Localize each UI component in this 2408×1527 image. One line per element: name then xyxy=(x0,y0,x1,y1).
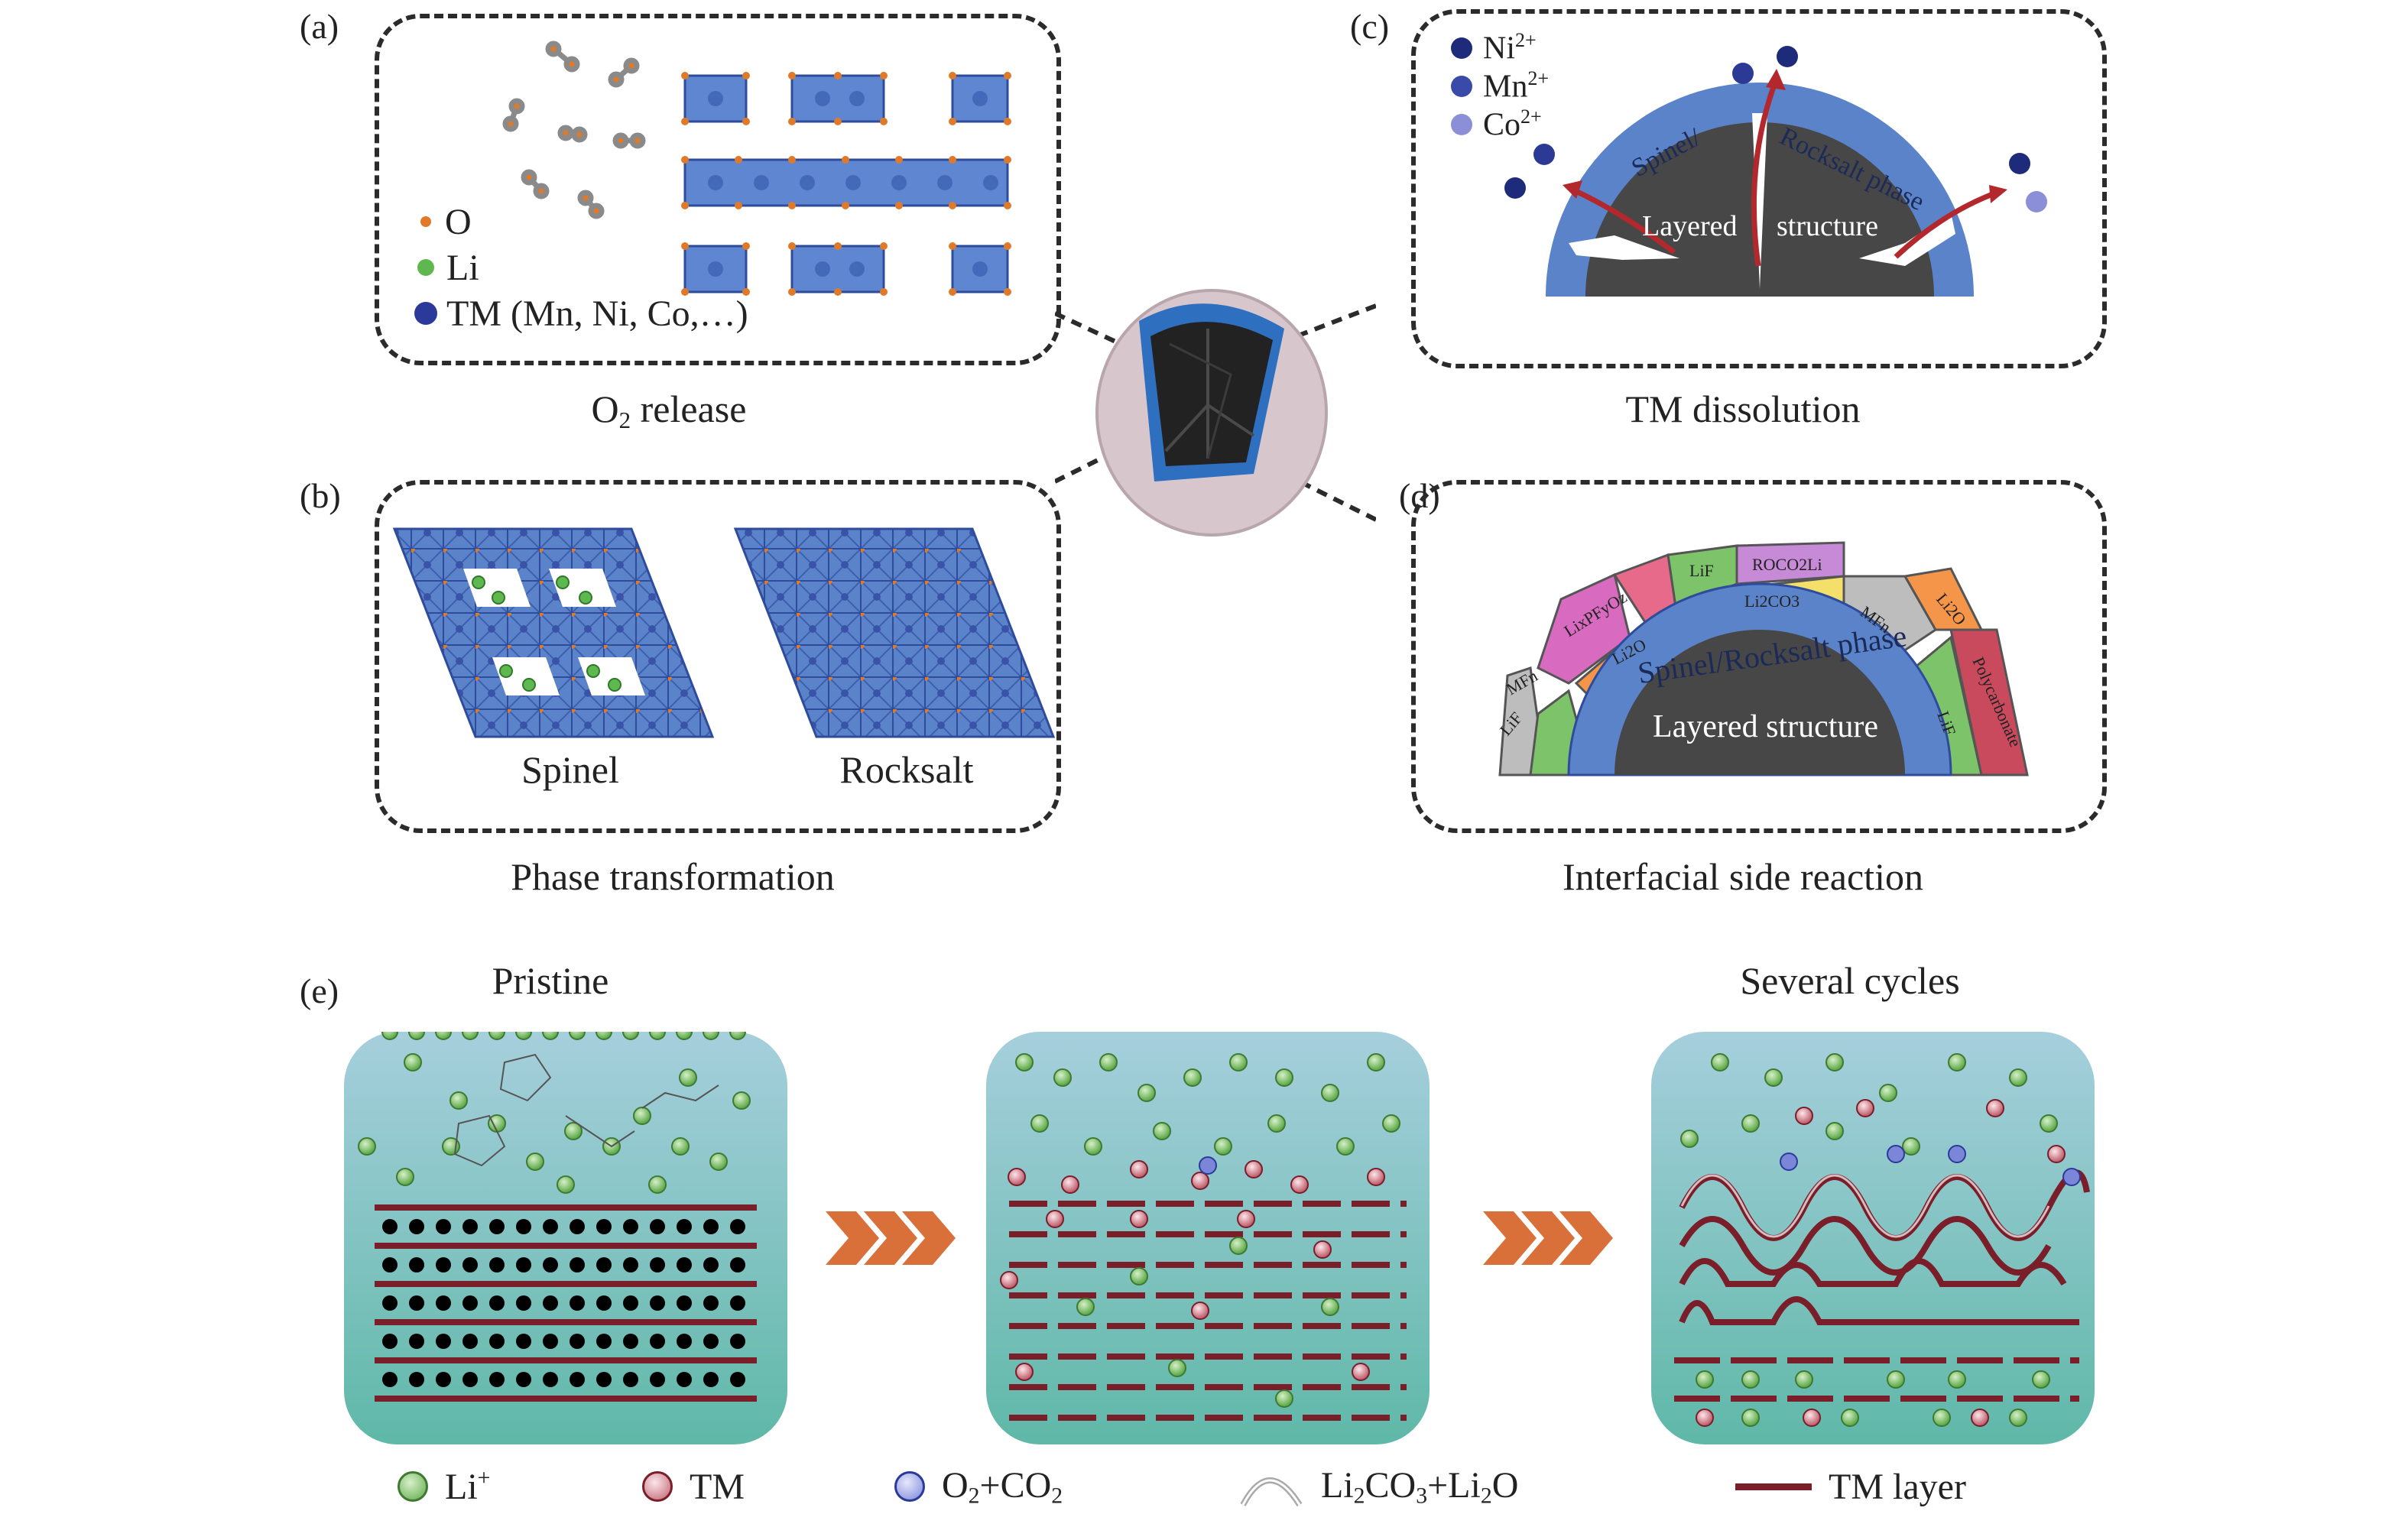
legend-ni: Ni2+ xyxy=(1451,29,1549,67)
svg-text:ROCO2Li: ROCO2Li xyxy=(1752,555,1822,574)
panel-e-letter: (e) xyxy=(300,971,339,1010)
panel-d-structure: Spinel/Rocksalt phase Layered structure … xyxy=(1496,541,2029,776)
lithium-dot-icon xyxy=(417,259,434,276)
co-ion-icon xyxy=(1451,114,1472,135)
panel-b-caption: Phase transformation xyxy=(511,855,835,898)
dissolved-ions xyxy=(1504,46,2047,212)
legend-o2-co2: O2+CO2 xyxy=(894,1460,1063,1513)
pristine-li-rows xyxy=(381,1032,746,1040)
panel-a-caption: O2 release xyxy=(591,387,747,433)
mn-ion-icon xyxy=(1451,76,1472,97)
legend-li-plus: Li+ xyxy=(398,1460,490,1513)
legend-li2co3: Li2CO3+Li2O xyxy=(1238,1460,1518,1513)
pristine-title: Pristine xyxy=(492,959,609,1002)
legend-li: Li xyxy=(413,245,748,290)
tm-ion-icon xyxy=(642,1471,673,1502)
ni-ion-icon xyxy=(1451,37,1472,59)
gas-bubble-icon xyxy=(894,1471,925,1502)
legend-mn: Mn2+ xyxy=(1451,67,1549,105)
core-text: Layered structure xyxy=(1653,709,1878,744)
core-right-text: structure xyxy=(1777,210,1878,242)
li-ion-icon xyxy=(398,1471,428,1502)
legend-tm: TM (Mn, Ni, Co,…) xyxy=(413,290,748,336)
intermediate-tm-layers xyxy=(1009,1201,1407,1421)
cycled-box xyxy=(1651,1032,2095,1444)
panel-c-caption: TM dissolution xyxy=(1625,387,1861,430)
rocksalt-lattice xyxy=(733,527,1056,738)
panel-c-letter: (c) xyxy=(1350,7,1390,46)
cycling-sequence xyxy=(344,1032,2095,1444)
panel-a-letter: (a) xyxy=(300,7,339,46)
tm-layer-line-icon xyxy=(1735,1483,1812,1490)
panel-a-legend: O Li TM (Mn, Ni, Co,…) xyxy=(413,199,748,336)
panel-c-frame: Spinel/ Rocksalt phase Layered structure… xyxy=(1411,9,2107,368)
panel-b-structure xyxy=(392,527,1056,738)
svg-text:LiF: LiF xyxy=(1689,561,1714,580)
oxygen-dot-icon xyxy=(420,216,431,227)
spinel-lattice xyxy=(392,527,715,738)
panel-a-structure xyxy=(502,41,1011,296)
legend-co: Co2+ xyxy=(1451,105,1549,144)
octahedra-rows xyxy=(681,72,1011,296)
center-particle xyxy=(1055,289,1376,537)
pristine-tm-layers xyxy=(375,1204,757,1402)
intermediate-box xyxy=(986,1032,1430,1444)
legend-tm-layer: TM layer xyxy=(1735,1460,1966,1513)
svg-text:Li2CO3: Li2CO3 xyxy=(1744,592,1800,611)
panel-d-frame: Spinel/Rocksalt phase Layered structure … xyxy=(1411,480,2107,833)
panel-b-frame: Spinel Rocksalt xyxy=(375,480,1061,833)
rocksalt-label: Rocksalt xyxy=(839,748,974,791)
cei-arc-icon xyxy=(1240,1477,1303,1507)
panel-b-letter: (b) xyxy=(300,476,341,515)
core-left-text: Layered xyxy=(1642,210,1737,242)
legend-tm-ion: TM xyxy=(642,1460,745,1513)
panel-d-caption: Interfacial side reaction xyxy=(1563,855,1923,898)
panel-a-frame: O Li TM (Mn, Ni, Co,…) xyxy=(375,14,1061,365)
progression-arrows xyxy=(826,1211,1613,1265)
panel-c-structure: Spinel/ Rocksalt phase Layered structure xyxy=(1504,46,2047,297)
panel-c-legend: Ni2+ Mn2+ Co2+ xyxy=(1451,29,1549,144)
tm-dot-icon xyxy=(414,302,437,325)
several-cycles-title: Several cycles xyxy=(1740,959,1960,1002)
o2-molecules xyxy=(502,41,646,219)
legend-o: O xyxy=(413,199,748,245)
spinel-label: Spinel xyxy=(521,748,619,791)
